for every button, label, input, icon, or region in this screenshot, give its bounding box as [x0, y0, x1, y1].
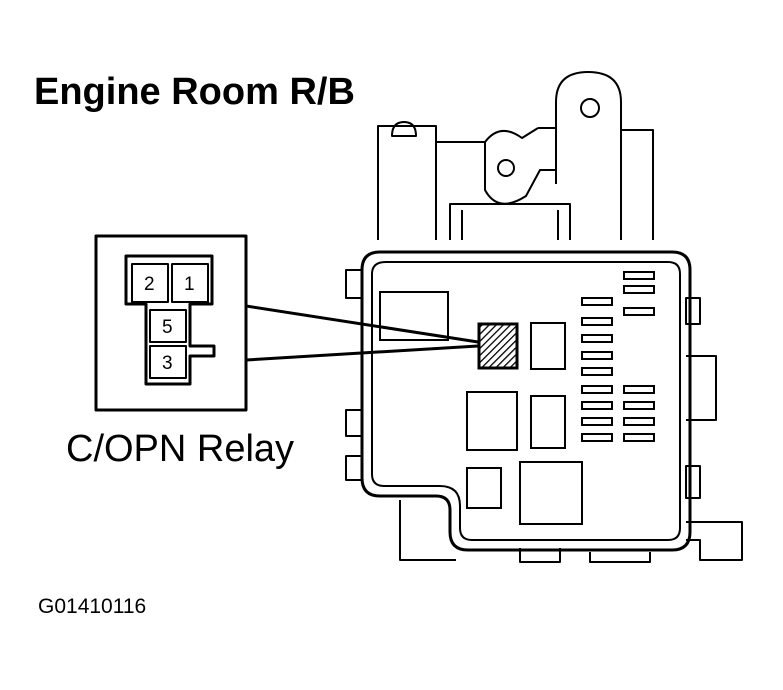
relay-slot [466, 467, 502, 509]
fuse-box-slots [379, 291, 583, 525]
pin-label: 5 [162, 317, 173, 338]
component-label: C/OPN Relay [66, 428, 294, 470]
pin-label: 2 [144, 274, 155, 295]
relay-slot [466, 391, 518, 451]
fuse-slots [581, 271, 655, 442]
relay-slot [530, 395, 566, 449]
relay-slot [530, 322, 566, 370]
relay-callout-box [94, 234, 248, 412]
fuse-box-outline [360, 250, 692, 552]
pin-label: 3 [162, 353, 173, 374]
callout-leader-lines [245, 304, 479, 362]
copn-relay-location [477, 322, 519, 370]
figure-code: G01410116 [38, 595, 146, 618]
fuse-box-tabs [345, 269, 743, 563]
pin-label: 1 [184, 274, 195, 295]
relay-slot [519, 461, 583, 525]
relay-pin-layout: 2 1 5 3 [124, 254, 216, 386]
diagram-title: Engine Room R/B [34, 71, 355, 113]
mounting-bracket [377, 71, 654, 240]
